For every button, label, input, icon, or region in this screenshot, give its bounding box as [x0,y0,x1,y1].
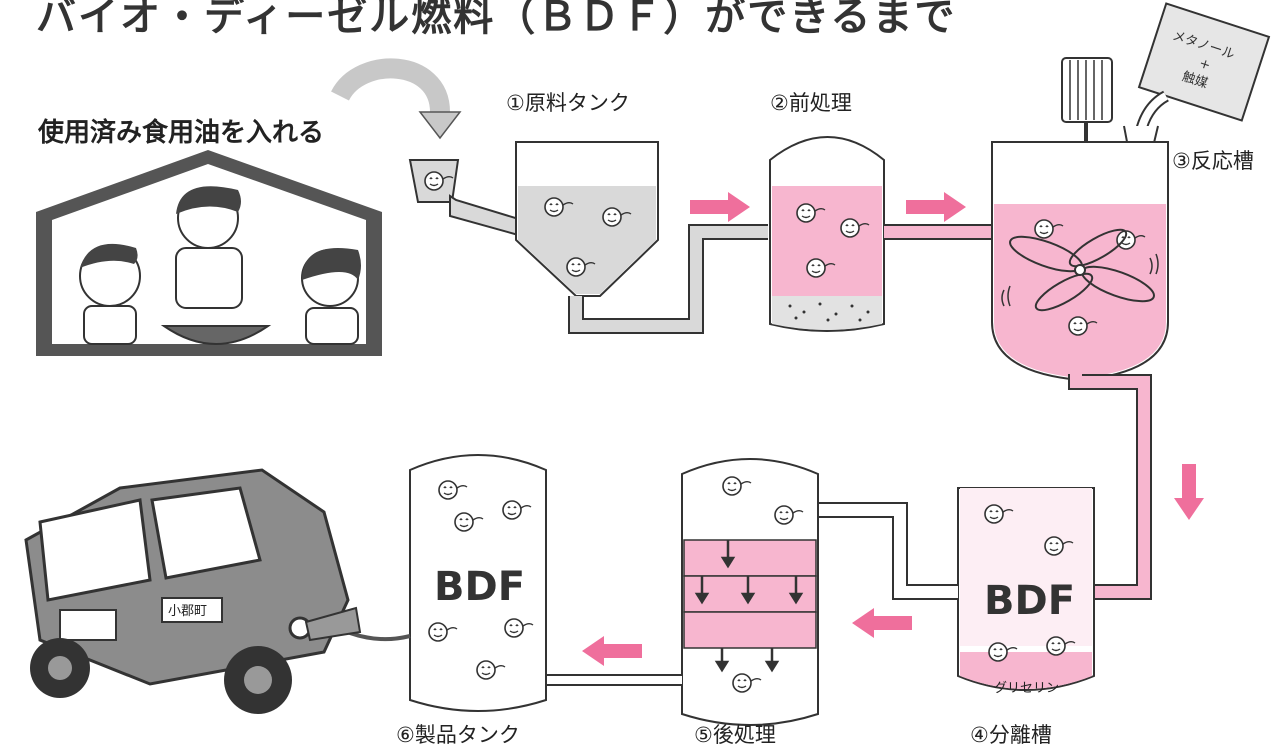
reaction-tank-label: ③反応槽 [1172,149,1254,173]
post-treatment-tank [681,458,819,726]
flow-arrow-5 [582,636,642,666]
intake-funnel [408,159,523,238]
product-tank-label: ⑥製品タンク [396,723,520,747]
family-scene-illustration [36,150,382,356]
raw-tank-label: ①原料タンク [506,91,630,115]
truck-label: 小郡町 [168,604,207,619]
intro-label: 使用済み食用油を入れる [37,117,324,148]
flow-arrow-1 [690,192,750,222]
separation-bdf-label: BDF [984,578,1075,624]
glycerin-label: グリセリン [994,681,1059,696]
boy-figure [79,243,141,345]
product-tank: BDF [409,454,547,712]
flow-arrow-4 [852,608,912,638]
pipe-separation-post [818,502,958,600]
reaction-tank [991,141,1169,382]
pour-arrow [331,58,462,140]
garbage-truck-illustration: 小郡町 [24,468,362,714]
girl-figure [301,248,361,345]
wok [160,325,272,345]
flow-arrow-3 [1174,464,1204,520]
raw-tank [515,141,768,334]
product-bdf-label: BDF [434,564,525,610]
pipe-reaction-separation [1068,374,1152,600]
flow-arrow-2 [906,192,966,222]
pretreatment-tank [769,136,992,332]
diagram-title: バイオ・ディーゼル燃料（ＢＤＦ）ができるまで [36,0,956,40]
pretreatment-label: ②前処理 [770,91,852,115]
separation-tank-label: ④分離槽 [970,723,1052,747]
post-treatment-label: ⑤後処理 [694,723,776,747]
separation-tank: BDF グリセリン [957,487,1095,696]
mother-figure [175,186,243,309]
svg-text:+: + [1197,56,1212,74]
